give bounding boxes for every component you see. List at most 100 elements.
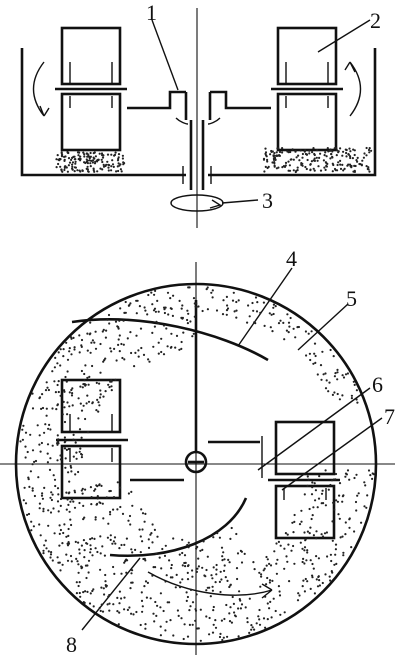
media-dot bbox=[308, 152, 311, 155]
media-dot bbox=[343, 167, 346, 170]
media-dot bbox=[104, 580, 107, 583]
media-dot bbox=[82, 518, 85, 521]
media-dot bbox=[275, 542, 278, 545]
media-dot bbox=[94, 160, 97, 163]
media-dot bbox=[235, 300, 238, 304]
media-dot bbox=[361, 159, 364, 162]
media-dot bbox=[124, 560, 127, 563]
media-dot bbox=[349, 155, 352, 158]
media-dot bbox=[80, 544, 83, 547]
media-dot bbox=[52, 507, 55, 510]
media-dot bbox=[225, 603, 228, 607]
media-dot bbox=[337, 150, 340, 153]
media-dot bbox=[74, 439, 77, 442]
media-dot bbox=[174, 346, 177, 349]
media-dot bbox=[121, 512, 125, 516]
media-dot bbox=[44, 539, 47, 542]
media-dot bbox=[73, 170, 76, 173]
media-dot bbox=[47, 509, 50, 512]
media-dot bbox=[371, 477, 374, 480]
media-dot bbox=[154, 310, 157, 313]
media-dot bbox=[42, 549, 45, 552]
media-dot bbox=[45, 547, 48, 550]
media-dot bbox=[260, 575, 263, 578]
media-dot bbox=[54, 391, 58, 394]
media-dot bbox=[160, 337, 163, 340]
media-dot bbox=[43, 544, 46, 547]
media-dot bbox=[53, 366, 57, 369]
media-dot bbox=[314, 489, 317, 492]
media-dot bbox=[355, 473, 358, 476]
media-dot bbox=[64, 466, 67, 469]
media-dot bbox=[262, 157, 266, 160]
media-dot bbox=[77, 417, 80, 420]
media-dot bbox=[301, 156, 304, 159]
media-dot bbox=[89, 592, 92, 595]
media-dot bbox=[113, 154, 116, 157]
media-dot bbox=[191, 601, 195, 604]
media-dot bbox=[308, 352, 311, 355]
media-dot bbox=[319, 169, 323, 172]
media-dot bbox=[311, 481, 314, 484]
media-dot bbox=[82, 539, 85, 542]
media-dot bbox=[323, 154, 326, 157]
media-dot bbox=[133, 365, 136, 368]
media-dot bbox=[202, 540, 205, 543]
media-dot bbox=[291, 521, 294, 524]
media-dot bbox=[84, 564, 88, 567]
media-dot bbox=[164, 544, 167, 547]
media-dot bbox=[336, 378, 339, 381]
media-dot bbox=[357, 492, 360, 495]
media-dot bbox=[83, 161, 86, 164]
media-dot bbox=[107, 522, 110, 525]
media-dot bbox=[123, 596, 126, 599]
media-dot bbox=[26, 450, 29, 454]
media-dot bbox=[100, 484, 103, 487]
media-dot bbox=[96, 497, 99, 500]
media-dot bbox=[50, 498, 54, 502]
media-dot bbox=[46, 452, 49, 455]
media-dot bbox=[109, 513, 112, 516]
media-dot bbox=[74, 540, 77, 544]
media-dot bbox=[250, 628, 253, 631]
media-dot bbox=[67, 447, 70, 451]
media-dot bbox=[206, 308, 209, 311]
rotating-head bbox=[184, 92, 212, 120]
media-dot bbox=[365, 146, 368, 150]
media-dot bbox=[38, 507, 41, 510]
media-dot bbox=[172, 537, 175, 540]
media-dot bbox=[83, 155, 86, 158]
media-dot bbox=[264, 626, 267, 629]
media-dot bbox=[97, 158, 100, 161]
media-dot bbox=[266, 618, 269, 621]
media-dot bbox=[345, 148, 348, 152]
media-dot bbox=[82, 151, 85, 154]
media-dot bbox=[129, 331, 132, 334]
media-dot bbox=[220, 619, 223, 622]
media-dot bbox=[240, 561, 244, 564]
media-dot bbox=[94, 518, 97, 521]
media-dot bbox=[303, 150, 306, 153]
media-dot bbox=[91, 364, 94, 368]
media-dot bbox=[240, 550, 243, 553]
media-dot bbox=[260, 573, 263, 576]
media-dot bbox=[184, 565, 187, 568]
media-dot bbox=[329, 483, 332, 487]
media-dot bbox=[171, 314, 174, 317]
media-dot bbox=[94, 330, 97, 333]
media-dot bbox=[57, 438, 60, 441]
media-dot bbox=[257, 615, 260, 618]
media-dot bbox=[356, 401, 359, 404]
media-dot bbox=[106, 536, 109, 539]
media-dot bbox=[313, 159, 316, 162]
media-dot bbox=[278, 154, 281, 157]
media-dot bbox=[316, 506, 319, 509]
media-dot bbox=[80, 409, 84, 412]
media-dot bbox=[288, 325, 291, 328]
label-1: 1 bbox=[146, 0, 157, 25]
media-dot bbox=[332, 478, 335, 481]
media-dot bbox=[288, 580, 291, 583]
media-dot bbox=[215, 309, 219, 312]
media-dot bbox=[126, 608, 129, 612]
media-dot bbox=[205, 568, 208, 572]
